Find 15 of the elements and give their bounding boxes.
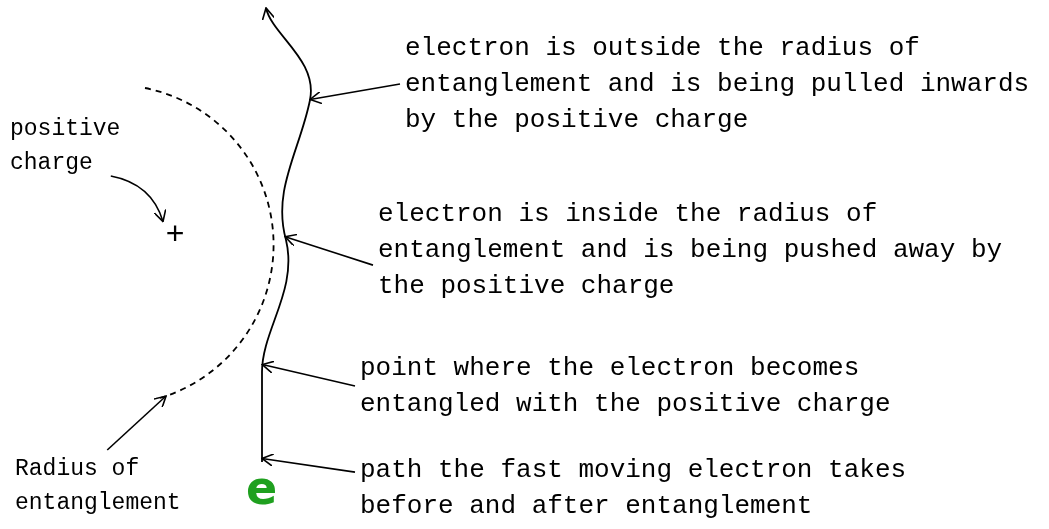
annotation-text: Radius of entanglement <box>15 455 182 518</box>
leader-arrow <box>284 233 374 266</box>
electron-symbol: e <box>246 462 278 514</box>
annotation-text: point where the electron becomes entangled with the positive charge <box>360 352 892 421</box>
annotation-text: path the fast moving electron takes before and after entanglement <box>360 454 908 523</box>
leader-arrow <box>261 360 356 387</box>
electron-path-arrow <box>261 7 312 463</box>
plus-sign: + <box>164 218 186 254</box>
leader-arrow <box>261 453 356 473</box>
annotation-text: electron is inside the radius of entanglement and is being pushed away by the positive charge <box>378 198 1004 303</box>
annotation-text: positive charge <box>10 115 122 178</box>
leader-arrow <box>110 175 166 223</box>
leader-arrow <box>106 395 167 451</box>
annotation-text: electron is outside the radius of entanglement and is being pulled inwards by the positive charge <box>405 32 1031 137</box>
leader-arrow <box>309 83 401 105</box>
